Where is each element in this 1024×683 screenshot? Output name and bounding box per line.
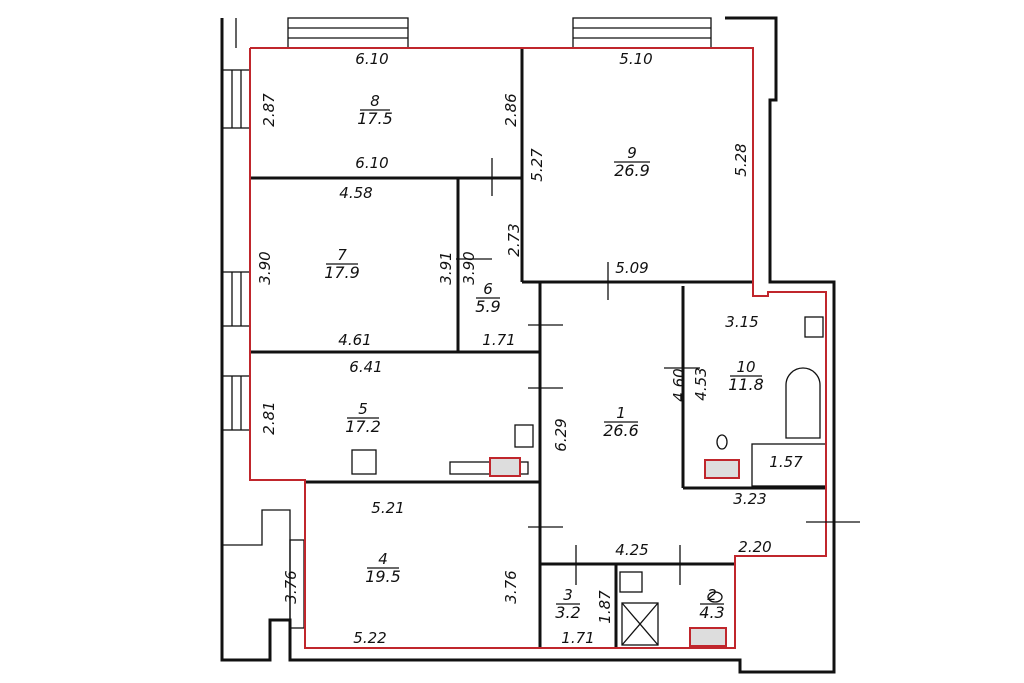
svg-text:4.61: 4.61 (338, 331, 371, 349)
svg-text:2: 2 (707, 586, 717, 604)
room-7-label: 717.9 (324, 246, 360, 282)
svg-text:3.90: 3.90 (256, 251, 274, 284)
svg-text:5.27: 5.27 (528, 148, 546, 182)
svg-text:5.10: 5.10 (619, 50, 652, 68)
svg-text:6: 6 (483, 280, 493, 298)
svg-text:3: 3 (563, 586, 573, 604)
svg-text:17.5: 17.5 (357, 109, 393, 128)
svg-text:6.41: 6.41 (349, 358, 382, 376)
dimension-labels: 6.10 5.10 6.10 4.58 4.61 1.71 5.09 3.15 … (256, 50, 803, 647)
svg-text:3.76: 3.76 (282, 570, 300, 603)
svg-text:9: 9 (627, 144, 637, 162)
room-2-label: 24.3 (699, 586, 724, 622)
svg-text:5.09: 5.09 (615, 259, 648, 277)
room-4-label: 419.5 (365, 550, 401, 586)
svg-text:10: 10 (736, 358, 755, 376)
room-5-label: 517.2 (345, 400, 381, 436)
vent-shaft (704, 459, 740, 479)
fixtures (351, 316, 824, 647)
svg-text:17.2: 17.2 (345, 417, 381, 436)
svg-text:2.20: 2.20 (738, 538, 771, 556)
svg-text:5.22: 5.22 (353, 629, 386, 647)
svg-text:26.6: 26.6 (603, 421, 639, 440)
room-3-label: 33.2 (555, 586, 580, 622)
svg-text:4: 4 (378, 550, 388, 568)
svg-text:11.8: 11.8 (728, 375, 764, 394)
room-labels: 817.5 926.9 717.9 65.9 517.2 126.6 1011.… (324, 92, 764, 622)
outer-walls (220, 16, 836, 674)
svg-text:2.73: 2.73 (505, 223, 523, 256)
svg-text:6.10: 6.10 (355, 154, 388, 172)
bathtub-icon (785, 367, 821, 439)
svg-text:6.29: 6.29 (552, 418, 570, 451)
svg-text:1.87: 1.87 (596, 590, 614, 624)
svg-text:3.23: 3.23 (733, 490, 766, 508)
svg-text:17.9: 17.9 (324, 263, 360, 282)
svg-text:3.15: 3.15 (725, 313, 758, 331)
vent-shaft (689, 627, 727, 647)
svg-text:2.87: 2.87 (260, 93, 278, 127)
svg-text:3.2: 3.2 (555, 603, 580, 622)
room-9-label: 926.9 (614, 144, 650, 180)
toilet-icon (716, 434, 728, 450)
door-markers (456, 158, 860, 585)
toilet-icon (707, 591, 723, 603)
svg-text:26.9: 26.9 (614, 161, 650, 180)
svg-text:5.28: 5.28 (732, 143, 750, 176)
room-8-label: 817.5 (357, 92, 393, 128)
svg-text:5.21: 5.21 (371, 499, 404, 517)
svg-text:8: 8 (370, 92, 380, 110)
svg-text:4.3: 4.3 (699, 603, 724, 622)
apartment-boundary (249, 47, 827, 649)
svg-text:1.57: 1.57 (769, 453, 803, 471)
svg-text:4.60: 4.60 (670, 368, 688, 401)
shower-icon (621, 602, 659, 646)
svg-text:19.5: 19.5 (365, 567, 401, 586)
svg-text:1: 1 (616, 404, 626, 422)
room-6-label: 65.9 (475, 280, 500, 316)
svg-text:1.71: 1.71 (482, 331, 515, 349)
room-1-label: 126.6 (603, 404, 639, 440)
sink-icon (514, 424, 534, 448)
svg-text:3.76: 3.76 (502, 570, 520, 603)
svg-text:4.58: 4.58 (339, 184, 372, 202)
windows (221, 17, 712, 629)
svg-text:5: 5 (358, 400, 368, 418)
vent-shaft (489, 457, 521, 477)
svg-text:4.53: 4.53 (692, 367, 710, 400)
svg-text:1.71: 1.71 (561, 629, 594, 647)
svg-text:3.90: 3.90 (460, 251, 478, 284)
svg-text:2.81: 2.81 (260, 401, 278, 434)
svg-text:3.91: 3.91 (437, 251, 455, 284)
svg-text:5.9: 5.9 (475, 297, 500, 316)
sink-icon (804, 316, 824, 338)
sink-icon (619, 571, 643, 593)
svg-text:2.86: 2.86 (502, 93, 520, 126)
stove-icon (351, 449, 377, 475)
svg-text:7: 7 (337, 246, 347, 264)
svg-text:6.10: 6.10 (355, 50, 388, 68)
interior-walls (250, 48, 827, 648)
svg-text:4.25: 4.25 (615, 541, 648, 559)
